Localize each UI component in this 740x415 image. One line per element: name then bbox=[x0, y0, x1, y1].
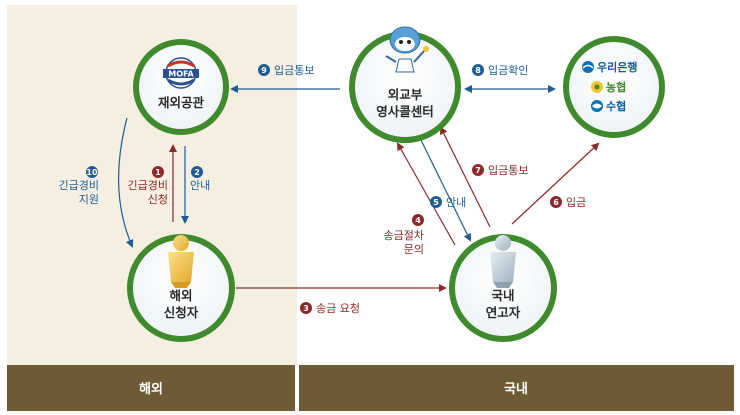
person-grey-icon bbox=[490, 235, 516, 288]
svg-text:송금절차: 송금절차 bbox=[384, 229, 424, 242]
person-gold-icon bbox=[168, 235, 194, 288]
arrow-step-4 bbox=[397, 142, 456, 246]
svg-text:안내: 안내 bbox=[190, 179, 210, 192]
relative-label-2: 연고자 bbox=[486, 305, 521, 320]
svg-text:6: 6 bbox=[553, 198, 559, 207]
svg-text:입금확인: 입금확인 bbox=[488, 64, 528, 77]
domestic-bar-label: 국내 bbox=[504, 381, 528, 397]
svg-text:9: 9 bbox=[261, 66, 267, 75]
svg-text:MOFA: MOFA bbox=[168, 70, 194, 79]
suhyup-icon bbox=[591, 100, 603, 112]
arrow-step-6 bbox=[511, 142, 600, 225]
step-4-label: 4 송금절차 문의 bbox=[384, 214, 424, 256]
step-7-label: 7 입금통보 bbox=[472, 164, 528, 177]
svg-text:1: 1 bbox=[155, 168, 161, 177]
applicant-label-2: 신청자 bbox=[164, 305, 199, 320]
consular-center-label-1: 외교부 bbox=[388, 87, 423, 102]
svg-text:긴급경비: 긴급경비 bbox=[59, 179, 99, 192]
step-10-label: 10 긴급경비 지원 bbox=[59, 166, 99, 206]
step-1-label: 1 긴급경비 신청 bbox=[128, 166, 168, 206]
mascot-icon bbox=[385, 26, 429, 73]
step-8-label: 8 입금확인 bbox=[472, 64, 528, 77]
svg-text:7: 7 bbox=[475, 166, 481, 175]
node-applicant: 해외 신청자 bbox=[127, 234, 235, 342]
svg-text:신청: 신청 bbox=[148, 193, 168, 206]
woori-bank-icon bbox=[582, 61, 594, 73]
svg-text:송금 요청: 송금 요청 bbox=[316, 302, 360, 315]
step-2-label: 2 안내 bbox=[190, 166, 210, 192]
svg-text:입금: 입금 bbox=[566, 196, 586, 209]
svg-text:5: 5 bbox=[433, 198, 439, 207]
overseas-bar-label: 해외 bbox=[139, 381, 163, 397]
applicant-label-1: 해외 bbox=[169, 288, 192, 303]
svg-text:문의: 문의 bbox=[404, 243, 424, 256]
relative-label-1: 국내 bbox=[491, 288, 514, 303]
embassy-label: 재외공관 bbox=[158, 95, 205, 110]
nonghyup-icon bbox=[591, 81, 603, 93]
svg-text:2: 2 bbox=[194, 168, 200, 177]
consular-center-label-2: 영사콜센터 bbox=[376, 104, 434, 119]
node-embassy: MOFA 재외공관 bbox=[133, 39, 229, 135]
svg-text:안내: 안내 bbox=[446, 196, 466, 209]
arrow-step-10 bbox=[118, 117, 134, 248]
domestic-bar bbox=[299, 365, 734, 411]
arrow-step-7 bbox=[440, 126, 491, 228]
svg-text:8: 8 bbox=[475, 66, 481, 75]
step-6-label: 6 입금 bbox=[550, 196, 586, 209]
node-consular-center: 외교부 영사콜센터 bbox=[349, 26, 461, 143]
svg-text:3: 3 bbox=[303, 304, 309, 313]
svg-text:입금통보: 입금통보 bbox=[274, 64, 314, 77]
step-9-label: 9 입금통보 bbox=[258, 64, 314, 77]
step-5-label: 5 안내 bbox=[430, 196, 466, 209]
svg-text:긴급경비: 긴급경비 bbox=[128, 179, 168, 192]
svg-text:입금통보: 입금통보 bbox=[488, 164, 528, 177]
svg-text:10: 10 bbox=[86, 168, 98, 177]
bank-woori-label: 우리은행 bbox=[597, 60, 637, 74]
arrow-step-5 bbox=[420, 139, 471, 242]
bank-nonghyup-label: 농협 bbox=[606, 80, 626, 94]
mofa-logo-icon: MOFA bbox=[163, 57, 199, 89]
svg-text:4: 4 bbox=[415, 216, 421, 225]
step-3-label: 3 송금 요청 bbox=[300, 302, 360, 315]
overseas-bar bbox=[7, 365, 295, 411]
svg-text:지원: 지원 bbox=[79, 193, 99, 206]
bank-suhyup-label: 수협 bbox=[606, 99, 626, 113]
node-banks: 우리은행 농협 수협 bbox=[563, 36, 665, 138]
node-relative: 국내 연고자 bbox=[449, 234, 557, 342]
